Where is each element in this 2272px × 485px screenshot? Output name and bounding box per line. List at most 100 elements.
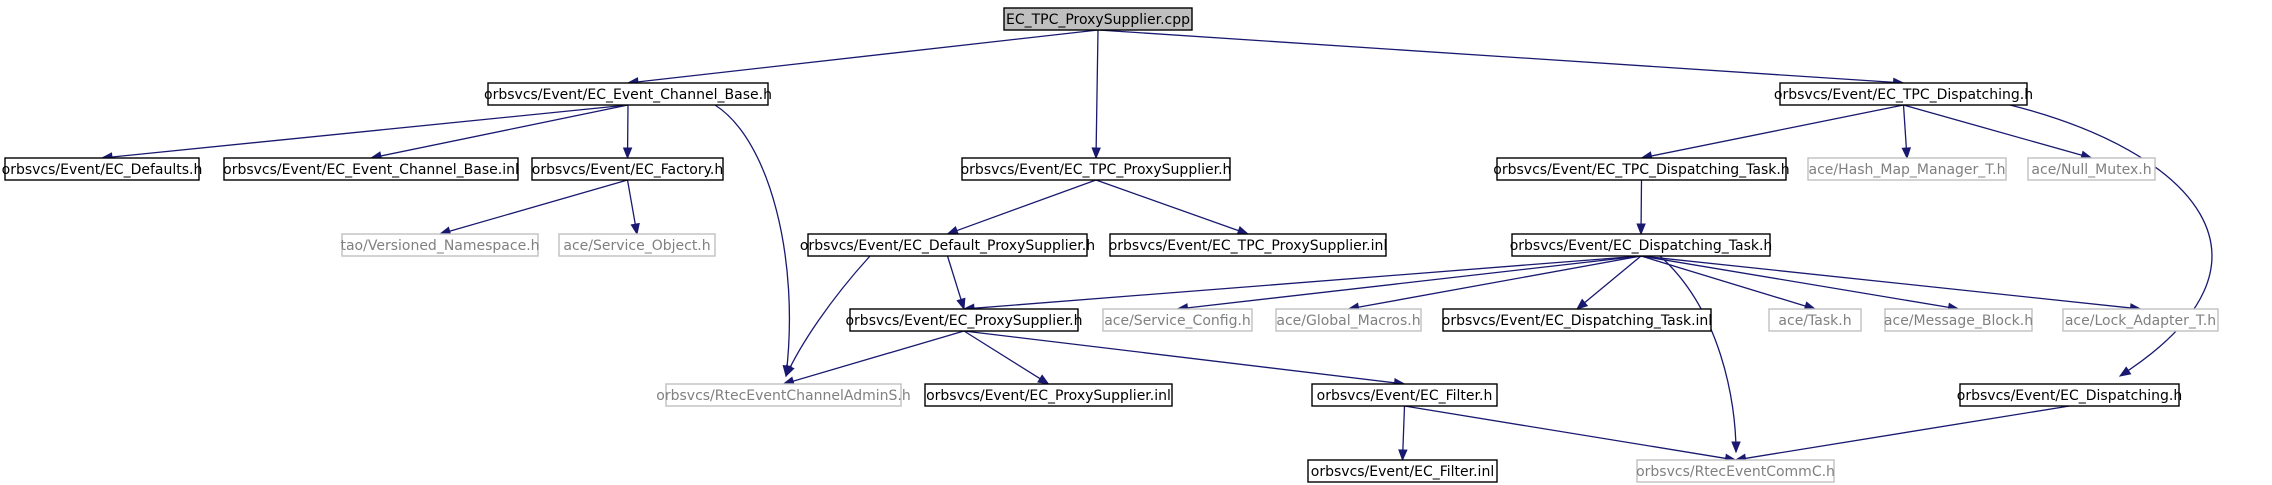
node-label: EC_TPC_ProxySupplier.cpp [1006, 12, 1190, 28]
node-label: orbsvcs/Event/EC_Factory.h [532, 162, 723, 178]
edge-defps-rtadmin [785, 255, 871, 378]
node-lockad: ace/Lock_Adapter_T.h [2062, 308, 2219, 332]
edge-line [1097, 29, 1895, 84]
node-label: ace/Hash_Map_Manager_T.h [1808, 162, 2005, 178]
node-label: orbsvcs/Event/EC_Event_Channel_Base.h [484, 87, 772, 103]
node-box [1768, 308, 1862, 332]
edge-line [1659, 255, 1737, 453]
edge-line [714, 104, 791, 377]
arrow-head [785, 364, 795, 378]
edge-dtask-ps [962, 255, 1642, 313]
edge-line [448, 179, 628, 233]
node-tpcd[interactable]: orbsvcs/Event/EC_TPC_Dispatching.h [1774, 82, 2033, 106]
edge-line [1640, 255, 1807, 307]
arrow-head [956, 297, 966, 311]
node-filter[interactable]: orbsvcs/Event/EC_Filter.h [1311, 383, 1498, 407]
node-svccfg: ace/Service_Config.h [1102, 308, 1253, 332]
node-defaults[interactable]: orbsvcs/Event/EC_Defaults.h [2, 157, 203, 181]
node-versioned: tao/Versioned_Namespace.h [340, 233, 540, 257]
edge-line [791, 330, 965, 383]
arrow-head [2118, 366, 2132, 377]
edge-line [1095, 29, 1099, 150]
edge-tpcd-tpcdt [1640, 104, 1904, 161]
node-rtadmin: orbsvcs/RtecEventChannelAdminS.h [656, 383, 911, 407]
node-globmac: ace/Global_Macros.h [1275, 308, 1422, 332]
arrow-head [1731, 441, 1741, 454]
edge-line [110, 104, 629, 158]
node-label: orbsvcs/RtecEventChannelAdminS.h [656, 388, 910, 404]
node-box [1102, 308, 1253, 332]
node-label: orbsvcs/Event/EC_Filter.inl [1311, 464, 1494, 480]
arrow-head [1037, 374, 1050, 385]
edge-tpch-tpcinl [1095, 179, 1250, 235]
node-box [1636, 459, 1835, 483]
node-box [1807, 157, 2007, 181]
node-dtaskinl[interactable]: orbsvcs/Event/EC_Dispatching_Task.inl [1442, 308, 1712, 332]
edge-tpcd-disp [2009, 104, 2213, 377]
node-label: ace/Service_Config.h [1104, 313, 1251, 329]
edge-dtask-globmac [1347, 255, 1642, 312]
edge-defps-ps [946, 255, 966, 311]
node-ps[interactable]: orbsvcs/Event/EC_ProxySupplier.h [845, 308, 1083, 332]
edge-filter-rtcomm [1404, 405, 1737, 463]
node-label: orbsvcs/Event/EC_ProxySupplier.inl [926, 388, 1171, 404]
node-tpcinl[interactable]: orbsvcs/Event/EC_TPC_ProxySupplier.inl [1109, 233, 1388, 257]
edge-line [1186, 255, 1642, 309]
node-box [1307, 459, 1498, 483]
node-ecb[interactable]: orbsvcs/Event/EC_Event_Channel_Base.h [484, 82, 772, 106]
node-box [4, 157, 200, 181]
node-svcobj: ace/Service_Object.h [558, 233, 716, 257]
node-defps[interactable]: orbsvcs/Event/EC_Default_ProxySupplier.h [800, 233, 1095, 257]
node-rtcomm: orbsvcs/RtecEventCommC.h [1636, 459, 1835, 483]
node-box [1779, 82, 2028, 106]
edge-root-ecb [626, 29, 1099, 87]
edge-line [1650, 104, 1904, 157]
node-box [1511, 233, 1771, 257]
node-label: orbsvcs/Event/EC_Default_ProxySupplier.h [800, 238, 1095, 254]
edge-line [963, 330, 1396, 384]
node-psinl[interactable]: orbsvcs/Event/EC_ProxySupplier.inl [924, 383, 1173, 407]
edge-ecb-ecbinl [369, 104, 629, 161]
node-label: orbsvcs/Event/EC_TPC_ProxySupplier.h [961, 162, 1232, 178]
edge-line [636, 29, 1099, 83]
edge-line [1583, 255, 1642, 304]
node-tpcdt[interactable]: orbsvcs/Event/EC_TPC_Dispatching_Task.h [1493, 157, 1790, 181]
node-dtask[interactable]: orbsvcs/Event/EC_Dispatching_Task.h [1510, 233, 1773, 257]
node-label: ace/Global_Macros.h [1276, 313, 1420, 329]
node-ecbinl[interactable]: orbsvcs/Event/EC_Event_Channel_Base.inl [223, 157, 519, 181]
node-box [1311, 383, 1498, 407]
edge-tpcd-nullmutex [1903, 104, 2093, 160]
edge-ps-rtadmin [782, 330, 965, 386]
edge-dtask-dtaskinl [1575, 255, 1642, 310]
node-box [924, 383, 1173, 407]
edge-ecb-defaults [100, 104, 629, 162]
node-filterinl[interactable]: orbsvcs/Event/EC_Filter.inl [1307, 459, 1498, 483]
node-task: ace/Task.h [1768, 308, 1862, 332]
node-factory[interactable]: orbsvcs/Event/EC_Factory.h [531, 157, 724, 181]
node-label: ace/Service_Object.h [563, 238, 710, 254]
node-label: ace/Lock_Adapter_T.h [2065, 313, 2216, 329]
arrow-head [1901, 147, 1912, 160]
node-box [961, 157, 1231, 181]
node-label: orbsvcs/Event/EC_Dispatching_Task.inl [1442, 313, 1712, 329]
node-root[interactable]: EC_TPC_ProxySupplier.cpp [1003, 7, 1193, 31]
edge-filter-filterinl [1398, 405, 1408, 462]
node-label: orbsvcs/Event/EC_Defaults.h [2, 162, 203, 178]
arrow-head [1236, 226, 1250, 235]
node-label: tao/Versioned_Namespace.h [340, 238, 539, 254]
edge-line [972, 255, 1642, 309]
node-disp[interactable]: orbsvcs/Event/EC_Dispatching.h [1957, 383, 2182, 407]
arrow-head [946, 225, 959, 235]
node-label: orbsvcs/Event/EC_TPC_Dispatching_Task.h [1493, 162, 1789, 178]
node-label: orbsvcs/Event/EC_ProxySupplier.h [845, 313, 1082, 329]
edge-line [963, 330, 1042, 380]
node-box [487, 82, 769, 106]
arrow-head [630, 222, 640, 236]
node-box [1884, 308, 2033, 332]
node-tpch[interactable]: orbsvcs/Event/EC_TPC_ProxySupplier.h [961, 157, 1232, 181]
edge-line [1902, 104, 1908, 150]
node-box [1109, 233, 1387, 257]
node-label: ace/Message_Block.h [1884, 313, 2033, 329]
edge-line [1095, 179, 1240, 232]
node-box [2027, 157, 2156, 181]
